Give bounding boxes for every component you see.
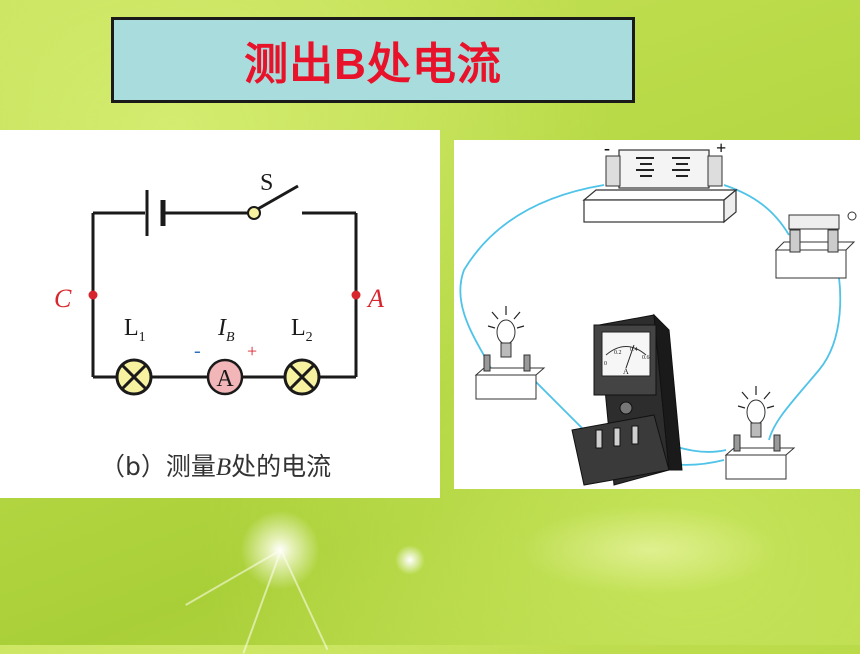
battery-plus-label: + [716, 140, 726, 158]
ammeter-minus-label: - [194, 340, 201, 362]
lamp-left [474, 306, 546, 400]
lamp2-label: L2 [291, 315, 313, 345]
ammeter: A [206, 358, 244, 396]
title-prefix: 测出 [244, 39, 335, 90]
wire [768, 249, 842, 441]
background-sparkle [395, 545, 425, 575]
current-label: IB [217, 315, 235, 345]
switch-label: S [260, 170, 273, 196]
wire [723, 184, 790, 236]
wire [459, 184, 605, 376]
wiring-illustration-panel: - + [454, 138, 860, 489]
knife-switch [774, 211, 857, 279]
circuit-caption: （b）测量B处的电流 [100, 452, 331, 481]
lamp1-label: L1 [124, 315, 146, 345]
ammeter-device: 0 0.2 0.4 0.6 A [571, 313, 683, 486]
meter-unit: A [623, 367, 629, 376]
meter-scale-2: 0.4 [630, 347, 638, 353]
switch-blade [255, 184, 299, 212]
switch-pivot [247, 206, 261, 220]
wire [533, 379, 590, 436]
circuit-schematic: A S C A L1 L2 IB - + （b）测量B处的电流 [54, 170, 384, 481]
node-a [351, 290, 361, 300]
meter-scale-3: 0.6 [642, 355, 650, 361]
lamp-right [724, 386, 796, 480]
title-suffix: 处电流 [366, 39, 502, 90]
lamp-l2 [283, 358, 321, 396]
background-glow [520, 505, 780, 595]
page-title: 测出B处电流 [244, 28, 502, 92]
ammeter-label: A [216, 366, 234, 392]
title-emphasis: B [334, 40, 367, 89]
wiring-illustration: - + [459, 138, 857, 486]
battery-minus-label: - [604, 140, 610, 158]
point-a-label: A [366, 284, 384, 313]
node-c [88, 290, 98, 300]
circuit-schematic-panel: A S C A L1 L2 IB - + （b）测量B处的电流 [0, 130, 440, 498]
background-ray [280, 549, 329, 651]
ammeter-plus-label: + [247, 341, 257, 361]
background-ray [242, 549, 282, 654]
meter-scale-0: 0 [604, 361, 607, 367]
meter-scale-1: 0.2 [614, 350, 622, 356]
lamp-l1 [115, 358, 153, 396]
title-box: 测出B处电流 [111, 17, 635, 103]
battery-holder: - + [582, 138, 738, 224]
background-ray [185, 549, 282, 606]
point-c-label: C [54, 284, 72, 313]
